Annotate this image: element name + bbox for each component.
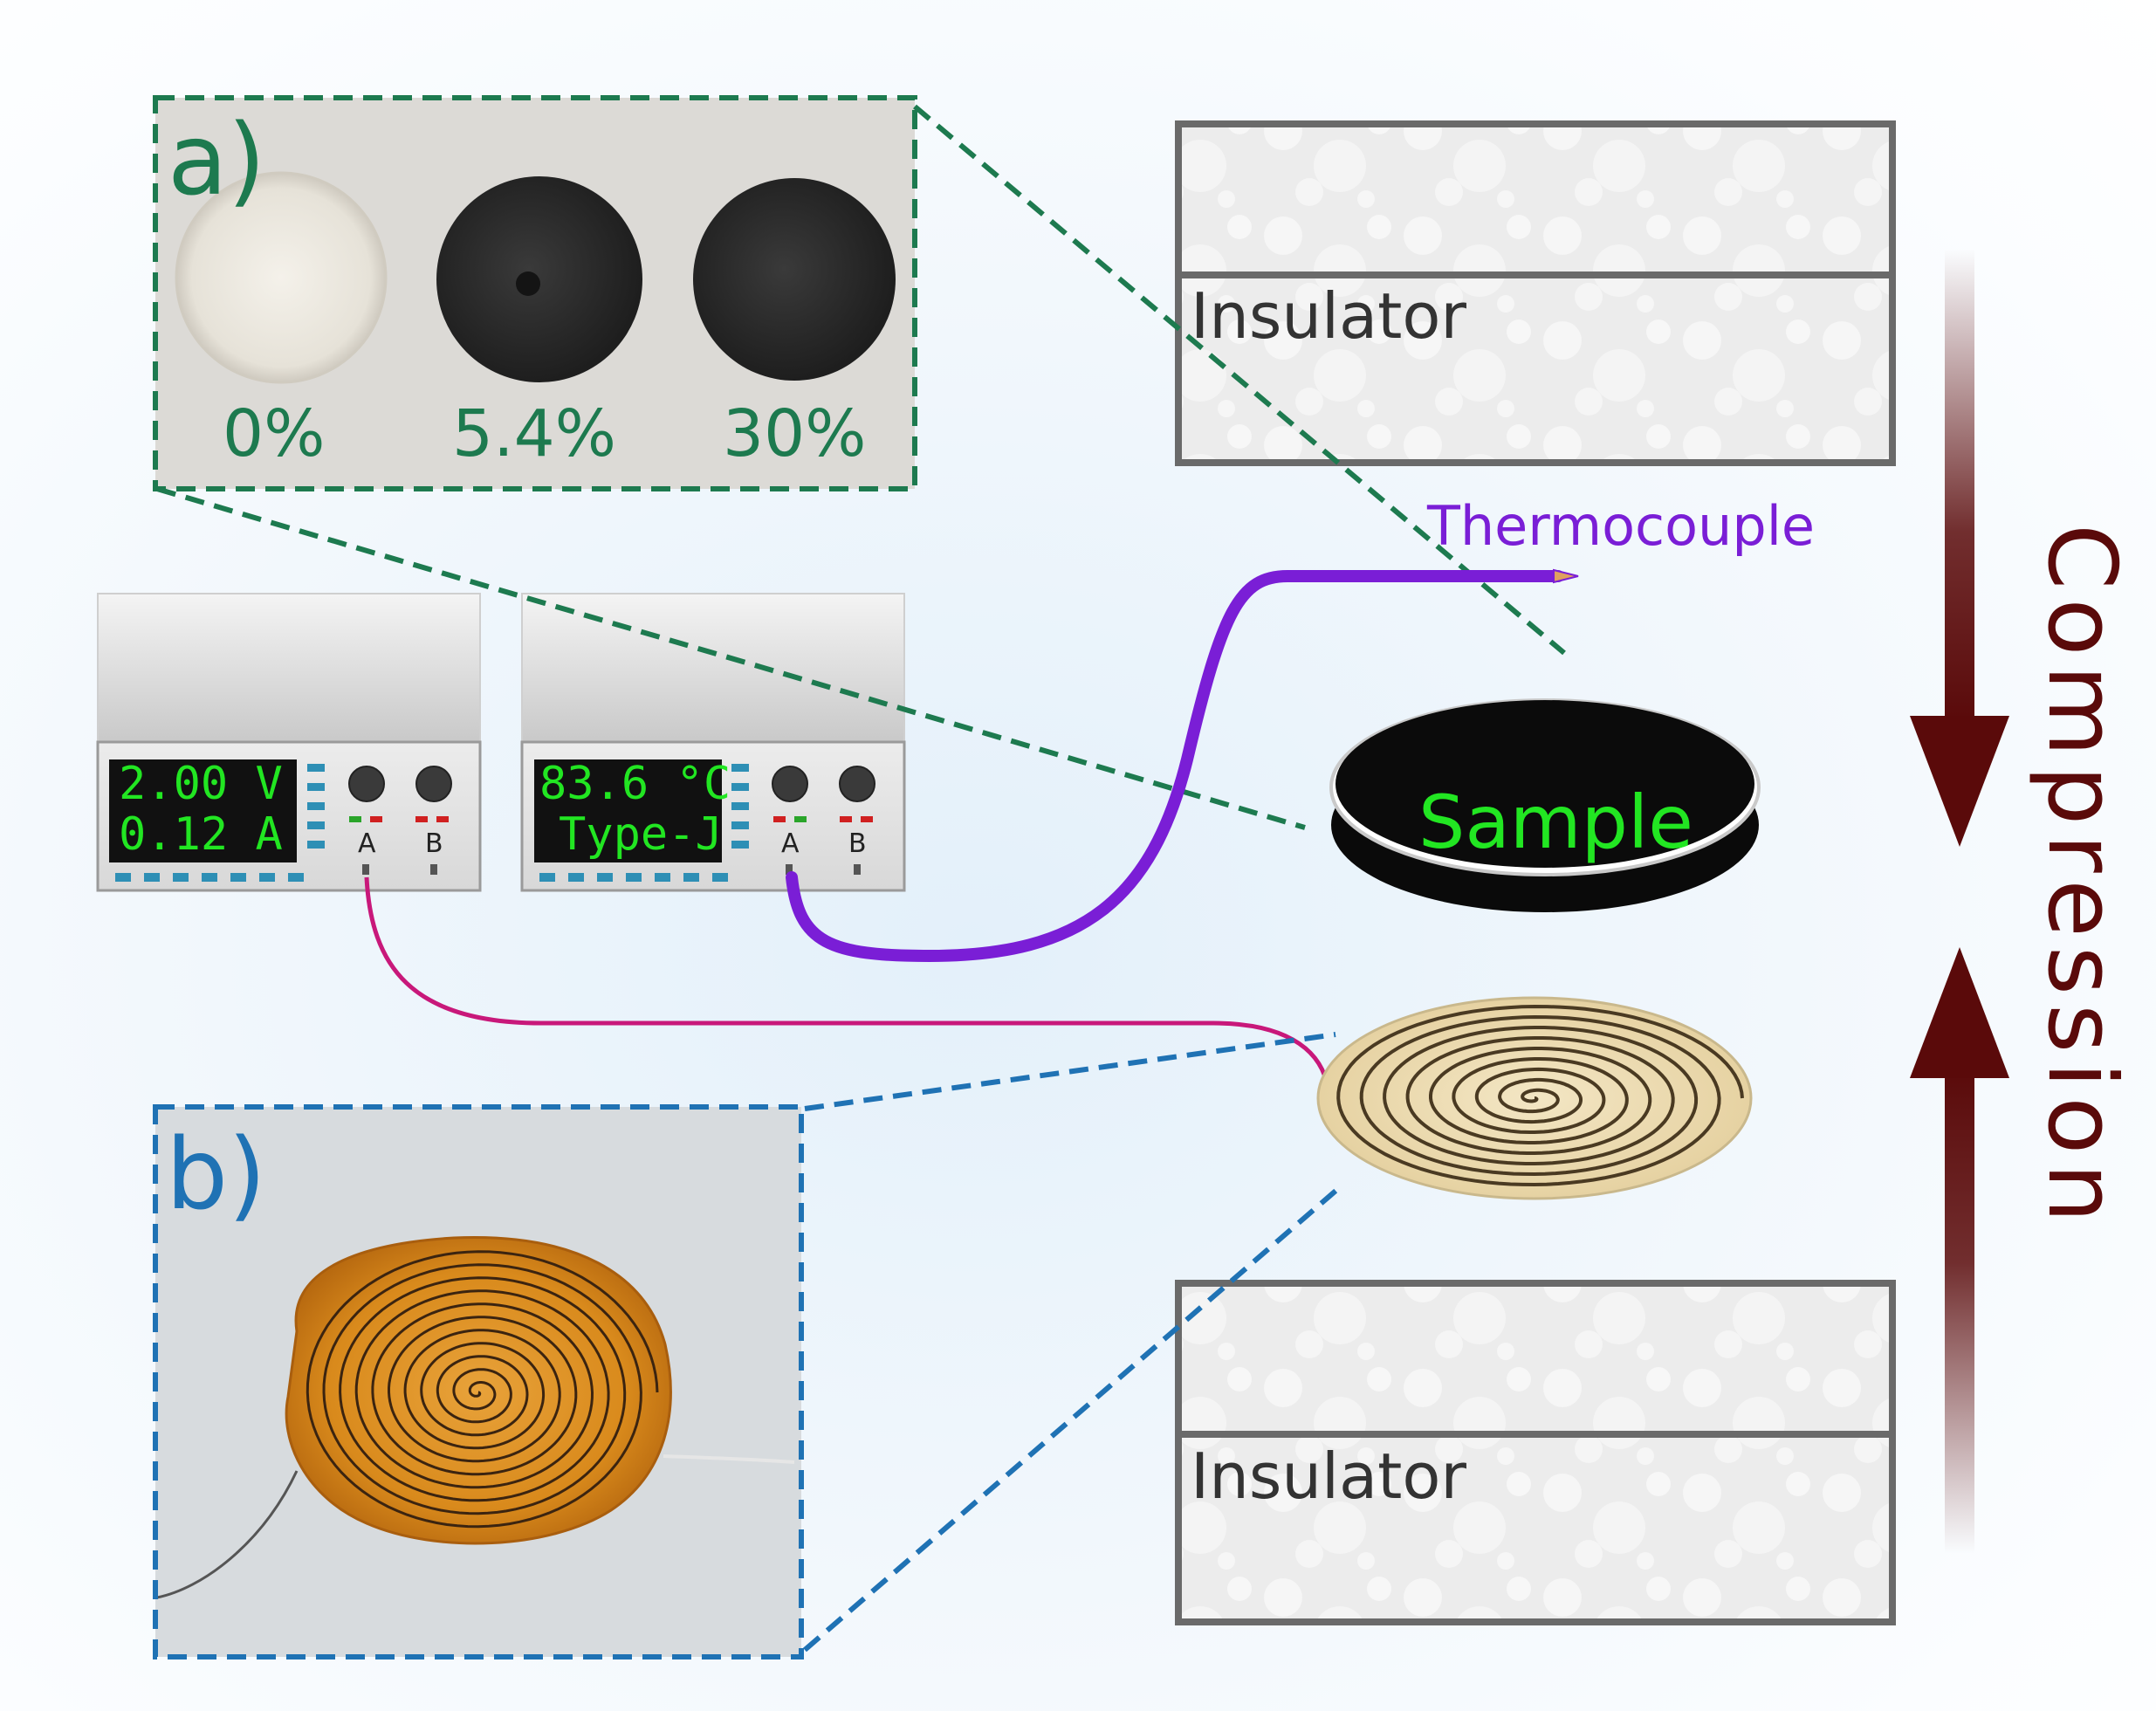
thermocouple-wire <box>786 570 1564 963</box>
arrow-up-icon <box>1910 947 2009 1078</box>
heater-disc <box>1316 996 1753 1200</box>
power-supply-instrument <box>96 593 482 892</box>
power-supply-voltage-readout: 2.00 V <box>119 758 283 810</box>
thermometer-type-readout: Type-J <box>559 808 723 861</box>
compression-arrows <box>1910 249 2009 1554</box>
panel-a-connector-lines <box>156 104 1566 830</box>
sample-disc <box>1329 698 1761 912</box>
power-supply-knob-a-label: A <box>358 828 376 859</box>
insulator-top <box>1175 120 1896 466</box>
sample-percent-30: 30% <box>723 396 867 471</box>
knob-a-icon[interactable] <box>348 766 385 802</box>
panel-a-border <box>153 95 917 491</box>
thermometer-instrument <box>520 593 906 892</box>
insulator-top-label: Insulator <box>1191 279 1467 353</box>
thermometer-knob-b-label: B <box>848 828 867 859</box>
insulator-bottom <box>1175 1280 1896 1625</box>
panel-b-border <box>153 1104 804 1659</box>
thermocouple-label: Thermocouple <box>1427 494 1816 558</box>
power-supply-knob-b-label: B <box>425 828 443 859</box>
sample-percent-0: 0% <box>223 396 326 471</box>
insulator-bottom-label: Insulator <box>1191 1440 1467 1513</box>
compression-label: Compression <box>2027 524 2136 1232</box>
thermometer-knob-a-label: A <box>781 828 800 859</box>
panel-b-label: b) <box>166 1118 266 1232</box>
disc-0-percent <box>175 171 388 384</box>
knob-b-icon[interactable] <box>415 766 452 802</box>
kapton-heater-photo <box>156 1235 795 1599</box>
knob-b-icon[interactable] <box>839 766 875 802</box>
thermometer-temperature-readout: 83.6 °C <box>539 758 731 810</box>
thermocouple-tip <box>1553 568 1579 584</box>
knob-a-icon[interactable] <box>772 766 808 802</box>
sample-percent-5-4: 5.4% <box>452 396 616 471</box>
arrow-down-icon <box>1910 716 2009 847</box>
disc-30-percent <box>693 178 896 381</box>
sample-label: Sample <box>1418 780 1693 865</box>
panel-a-label: a) <box>168 104 266 217</box>
heater-wire <box>364 876 1329 1083</box>
power-supply-current-readout: 0.12 A <box>119 808 283 861</box>
panel-b-connector-lines <box>803 1032 1342 1653</box>
